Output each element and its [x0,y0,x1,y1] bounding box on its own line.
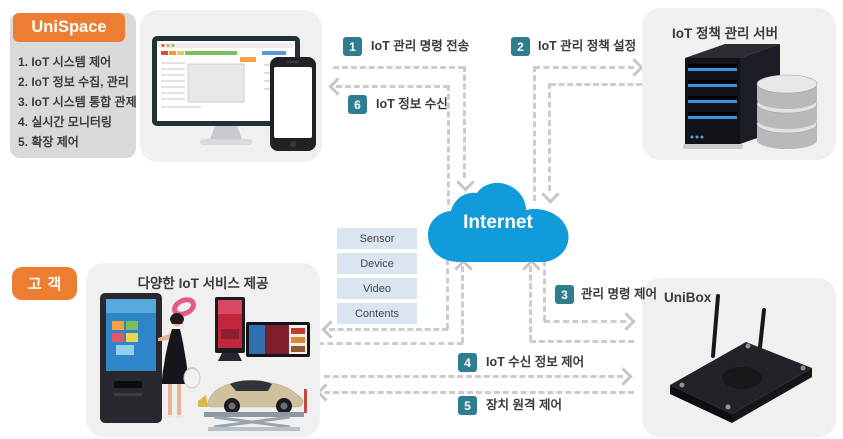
customer-title: 다양한 IoT 서비스 제공 [137,276,269,291]
flow3-line-h [544,320,626,323]
data-type-contents: Contents [337,303,417,324]
smartphone-illustration [270,57,316,151]
flow-label-2: IoT 관리 정책 설정 [538,39,637,53]
flow2-line-h [534,66,634,69]
cloud-icon [428,182,569,262]
policy-server-title: IoT 정책 관리 서버 [672,26,779,41]
arrow-right-icon [614,367,633,386]
flow4-line-h [324,375,623,378]
flow-badge-5: 5 [458,396,477,415]
smart-tv-illustration [246,322,310,357]
server-to-cloud-line-h [550,83,642,86]
flow-badge-3: 3 [555,285,574,304]
management-pc-box [140,10,322,162]
policy-server-box: IoT 정책 관리 서버 [642,8,836,160]
flow-label-5: 장치 원격 제어 [486,398,562,412]
phone-home-button [290,141,296,147]
flow6-line-h [336,85,449,88]
customer-services-box: 다양한 IoT 서비스 제공 [86,263,320,437]
customer-to-cloud-line-h [318,342,463,345]
digital-signage-illustration [215,297,245,361]
flow1-line-h [333,66,464,69]
flow5-line-h [324,391,634,394]
unibox-title: UniBox [664,290,712,305]
arrow-right-icon [617,312,636,331]
flow2-line-v [533,66,536,201]
flow1-line-v [463,66,466,178]
flow-badge-6: 6 [348,95,367,114]
iot-devices-illustration [100,293,310,431]
customer-person-illustration [158,313,201,418]
flow-badge-2: 2 [511,37,530,56]
flow3-line-v [543,233,546,321]
flow-label-4: IoT 수신 정보 제어 [486,355,585,369]
flow-label-1: IoT 관리 명령 전송 [371,39,470,53]
unibox-to-cloud-line-h [530,340,634,343]
unibox-router-illustration [670,294,812,423]
unispace-item: 5. 확장 제어 [18,135,79,149]
cloud-to-customer-line-h [329,328,448,331]
car-lift-illustration [198,380,307,431]
kiosk-illustration [100,293,162,423]
unispace-feature-list: 1. IoT 시스템 제어 2. IoT 정보 수집, 관리 3. IoT 시스… [18,52,137,152]
cloud-to-customer-line-v [446,250,449,329]
internet-cloud: Internet [424,182,572,266]
data-type-device: Device [337,253,417,274]
data-type-sensor: Sensor [337,228,417,249]
unispace-item: 2. IoT 정보 수집, 관리 [18,75,129,89]
phone-speaker [287,61,299,63]
flow-label-3: 관리 명령 제어 [581,287,657,301]
smartband-illustration [172,297,196,317]
flow-badge-4: 4 [458,353,477,372]
arrow-right-icon [625,58,644,77]
flow-label-6: IoT 정보 수신 [376,97,448,111]
unispace-title: UniSpace [13,13,125,42]
phone-screen [274,67,312,138]
data-type-video: Video [337,278,417,299]
server-database-illustration [683,44,818,149]
internet-label: Internet [463,212,533,233]
arrow-left-icon [328,77,347,96]
customer-to-cloud-line-v [461,266,464,343]
unispace-item: 3. IoT 시스템 통합 관제 [18,95,137,109]
flow-badge-1: 1 [343,37,362,56]
unispace-item: 1. IoT 시스템 제어 [18,55,112,69]
unibox-to-cloud-line-v [529,266,532,341]
server-to-cloud-line-v [548,83,551,191]
unispace-item: 4. 실시간 모니터링 [18,115,112,129]
customer-badge: 고객 [12,267,77,300]
unibox-box: UniBox [642,278,836,437]
flow6-line-v [447,85,450,205]
